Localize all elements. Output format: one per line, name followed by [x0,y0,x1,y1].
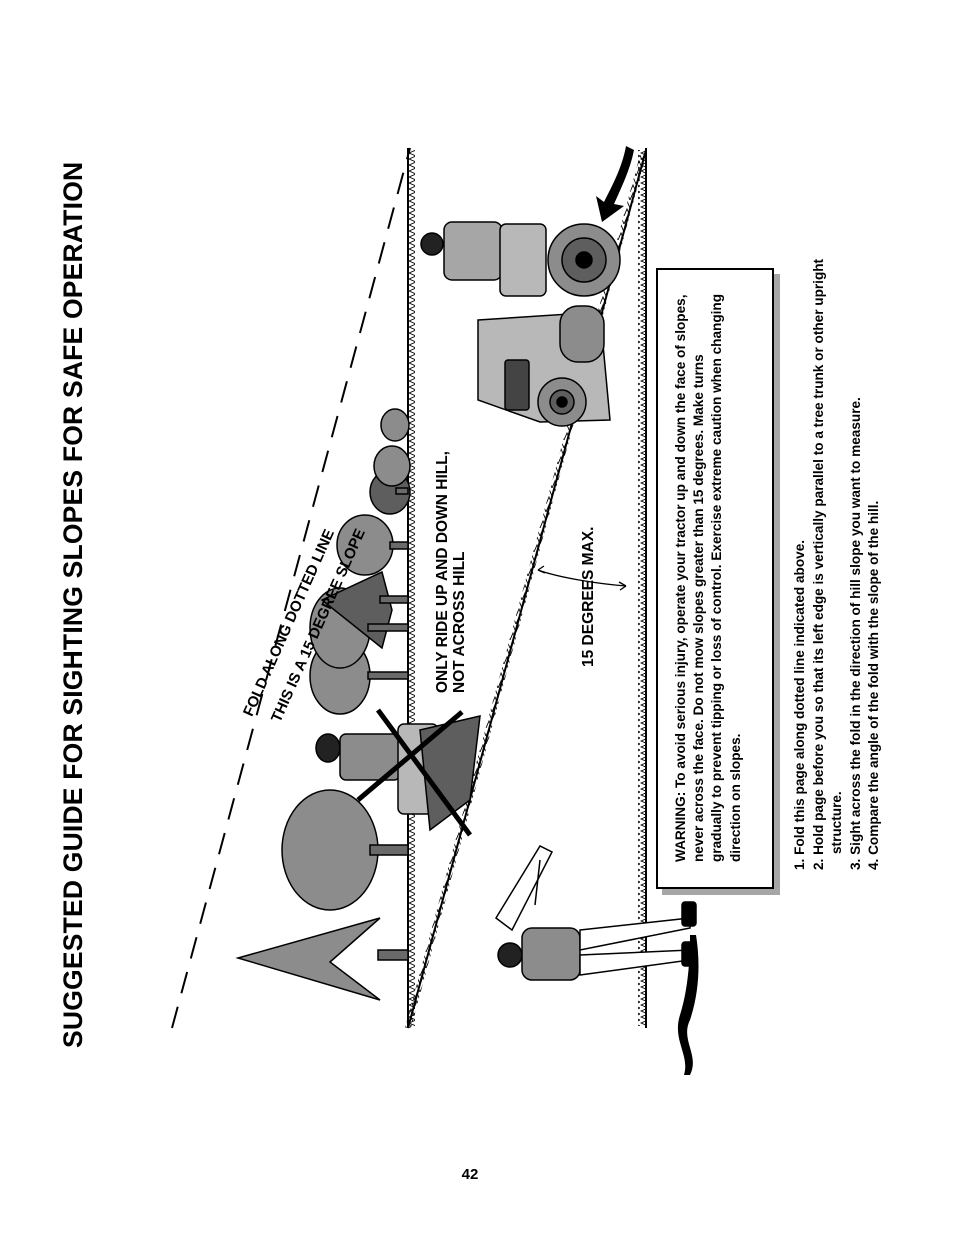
fold-dashed-line [171,147,411,1029]
ride-label-line2: NOT ACROSS HILL [451,551,468,693]
angle-label: 15 DEGREES MAX. [580,526,597,667]
page-title: SUGGESTED GUIDE FOR SIGHTING SLOPES FOR … [58,161,88,1048]
list-item: 4. Compare the angle of the fold with th… [866,500,882,870]
tractor-across-hill [315,708,481,837]
person-shadow [677,935,699,1075]
cross-out-mark [375,708,473,837]
ride-label-line1: ONLY RIDE UP AND DOWN HILL, [434,451,451,693]
warning-text: WARNING: To avoid serious injury, operat… [673,293,743,862]
list-item: 2. Hold page before you so that its left… [810,258,845,870]
downhill-arrow-icon [596,146,634,222]
vertical-ground-strip [407,148,415,1028]
tree-row [235,408,411,1001]
pine-tree [235,917,381,1001]
list-item: 3. Sight across the fold in the directio… [847,397,863,870]
tractor-up-down-hill [420,221,621,427]
folded-page [495,845,554,932]
ride-instruction-label: ONLY RIDE UP AND DOWN HILL, NOT ACROSS H… [434,451,468,693]
page-number: 42 [461,1166,479,1183]
person-sighting-slope [495,845,697,981]
level-ground-strip [638,148,647,1028]
instruction-list: 1. Fold this page along dotted line indi… [791,250,884,870]
angle-indicator [537,565,627,591]
warning-box [656,268,774,889]
list-item: 1. Fold this page along dotted line indi… [792,539,807,870]
